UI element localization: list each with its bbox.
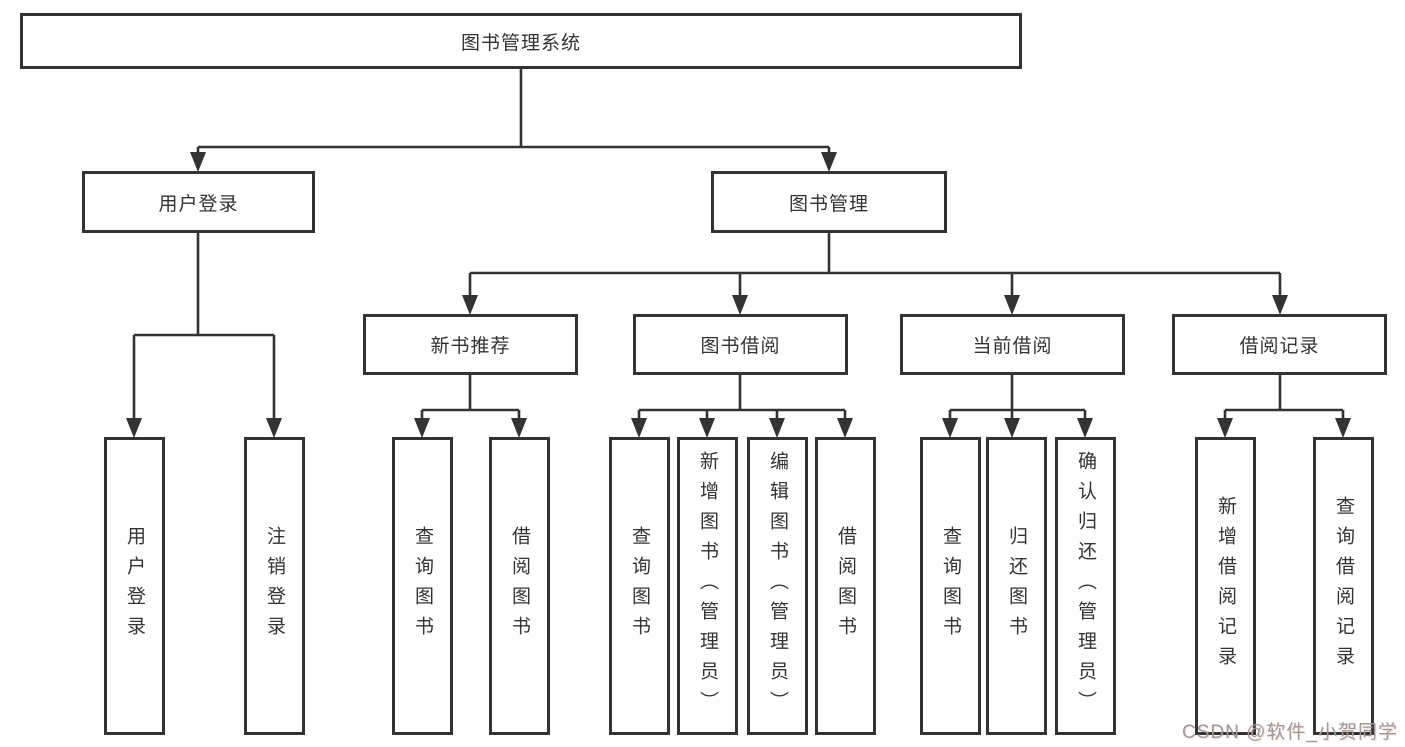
leaf-borrow-book-2: 借阅图书 (815, 437, 876, 735)
node-root-label: 图书管理系统 (460, 32, 581, 54)
leaf-logout-label: 注销登录 (264, 526, 285, 646)
leaf-confirm-return-admin: 确认归还（管理员） (1055, 437, 1116, 735)
connector-user-login-to-leaves (126, 233, 282, 438)
leaf-query-book-2: 查询图书 (609, 437, 670, 735)
node-book-management: 图书管理 (711, 171, 947, 233)
node-current-borrow-label: 当前借阅 (972, 336, 1053, 357)
leaf-edit-book-admin: 编辑图书（管理员） (747, 437, 808, 735)
leaf-return-book: 归还图书 (986, 437, 1047, 735)
leaf-return-book-label: 归还图书 (1006, 526, 1027, 646)
leaf-query-book-1: 查询图书 (392, 437, 453, 735)
leaf-borrow-book-1: 借阅图书 (489, 437, 550, 735)
node-root: 图书管理系统 (20, 13, 1022, 69)
leaf-query-book-3-label: 查询图书 (940, 526, 961, 646)
node-book-borrow: 图书借阅 (633, 314, 848, 375)
node-new-book-recommend-label: 新书推荐 (430, 336, 511, 357)
connector-root-to-level2 (190, 69, 837, 172)
leaf-query-borrow-record: 查询借阅记录 (1313, 437, 1374, 735)
leaf-edit-book-admin-label: 编辑图书（管理员） (767, 451, 788, 721)
leaf-user-login-label: 用户登录 (124, 526, 145, 646)
leaf-logout: 注销登录 (244, 437, 305, 735)
leaf-add-borrow-record-label: 新增借阅记录 (1215, 496, 1236, 676)
node-user-login: 用户登录 (82, 171, 315, 233)
node-book-borrow-label: 图书借阅 (700, 336, 781, 357)
leaf-user-login: 用户登录 (104, 437, 165, 735)
node-current-borrow: 当前借阅 (900, 314, 1125, 375)
connector-book-management-to-level3 (462, 233, 1288, 315)
node-borrow-records: 借阅记录 (1172, 314, 1387, 375)
node-user-login-label: 用户登录 (158, 193, 239, 215)
connector-book-borrow-to-leaves (631, 375, 853, 438)
leaf-borrow-book-1-label: 借阅图书 (509, 526, 530, 646)
leaf-query-book-2-label: 查询图书 (629, 526, 650, 646)
connector-current-borrow-to-leaves (942, 375, 1093, 438)
leaf-add-book-admin-label: 新增图书（管理员） (697, 451, 718, 721)
leaf-confirm-return-admin-label: 确认归还（管理员） (1075, 451, 1096, 721)
node-borrow-records-label: 借阅记录 (1239, 336, 1320, 357)
watermark: CSDN @软件_小贺同学 (1182, 722, 1398, 743)
connector-new-book-recommend-to-leaves (414, 375, 527, 438)
node-book-management-label: 图书管理 (788, 193, 869, 215)
leaf-add-borrow-record: 新增借阅记录 (1195, 437, 1256, 735)
leaf-borrow-book-2-label: 借阅图书 (835, 526, 856, 646)
leaf-query-borrow-record-label: 查询借阅记录 (1333, 496, 1354, 676)
leaf-add-book-admin: 新增图书（管理员） (677, 437, 738, 735)
leaf-query-book-1-label: 查询图书 (412, 526, 433, 646)
node-new-book-recommend: 新书推荐 (363, 314, 578, 375)
leaf-query-book-3: 查询图书 (920, 437, 981, 735)
connector-borrow-records-to-leaves (1217, 375, 1351, 438)
